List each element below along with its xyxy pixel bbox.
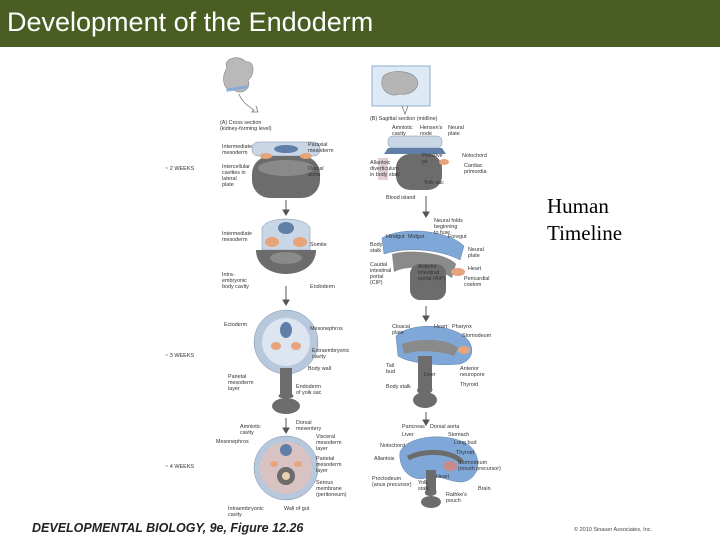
label-b: Stomodeum (mouth precursor) (458, 460, 501, 472)
label-b: Heart (436, 474, 449, 480)
label-a: Somite (310, 242, 327, 248)
label-b: Foregut (448, 234, 467, 240)
label-b: Yolk sac (424, 180, 444, 186)
week-marker: ~ 4 WEEKS (165, 464, 194, 470)
panel-a-title: (A) Cross section (kidney-forming level) (220, 120, 272, 132)
label-a: Dorsal aorta (308, 166, 324, 178)
label-a: Mesonephros (310, 326, 343, 332)
label-a: Paraxial mesoderm (308, 142, 333, 154)
label-a: Parietal mesoderm layer (316, 456, 341, 474)
label-a: Mesonephros (216, 439, 249, 445)
human-timeline-label: Human Timeline (547, 193, 622, 247)
label-b: Brain (478, 486, 491, 492)
label-b: Allantoic diverticulum in body stalk (370, 160, 400, 178)
label-b: Hindgut (386, 234, 405, 240)
label-a: Body wall (308, 366, 331, 372)
cross-section-3 (254, 310, 318, 414)
label-b: Stomach (448, 432, 469, 438)
label-a: Ectoderm (224, 322, 247, 328)
label-b: Liver (402, 432, 414, 438)
label-a: Parietal mesoderm layer (228, 374, 253, 392)
label-b: Notochord (462, 153, 487, 159)
label-a: Intraembryonic cavity (228, 506, 264, 518)
label-b: Heart (468, 266, 481, 272)
label-a: Endoderm (310, 284, 335, 290)
label-a: Intercellular cavities in lateral plate (222, 164, 250, 188)
label-b: Neural plate (448, 125, 464, 137)
slide-title: Development of the Endoderm (0, 0, 720, 47)
label-b: Thyroid (456, 450, 474, 456)
label-b: Neural plate (468, 247, 484, 259)
embryo-icon-a (223, 58, 258, 112)
label-b: Stomodeum (462, 333, 491, 339)
label-b: Blood island (386, 195, 415, 201)
label-b: Pancreas (402, 424, 425, 430)
label-b: Primitive pit (422, 153, 443, 165)
label-a: Extraembryonic cavity (312, 348, 349, 360)
label-a: Endoderm of yolk sac (296, 384, 321, 396)
label-b: Amniotic cavity (392, 125, 413, 137)
label-b: Body stalk (386, 384, 411, 390)
label-b: Body stalk (370, 242, 382, 254)
label-b: Allantois (374, 456, 394, 462)
label-b: Cloacal plate (392, 324, 410, 336)
label-b: Liver (424, 372, 436, 378)
label-b: Heart (434, 324, 447, 330)
label-a: Intermediate mesoderm (222, 231, 252, 243)
label-b: Hensen's node (420, 125, 442, 137)
label-a: Amniotic cavity (240, 424, 261, 436)
label-b: Midgut (408, 234, 424, 240)
label-b: Lung bud (454, 440, 476, 446)
week-marker: ~ 2 WEEKS (165, 166, 194, 172)
label-b: Tail bud (386, 363, 395, 375)
label-a: Visceral mesoderm layer (316, 434, 341, 452)
label-a: Intra- embryonic body cavity (222, 272, 249, 290)
label-b: Anterior intestinal portal (AIP) (418, 264, 445, 282)
label-b: Proctodeum (anus precursor) (372, 476, 412, 488)
label-b: Anterior neuropore (460, 366, 485, 378)
label-b: Thyroid (460, 382, 478, 388)
copyright-notice: © 2010 Sinauer Associates, Inc. (574, 527, 652, 533)
label-a: Serous membrane (peritoneum) (316, 480, 347, 498)
side-label-text: Human Timeline (547, 194, 622, 245)
label-b: Caudal intestinal portal (CIP) (370, 262, 391, 286)
label-b: Rathke's pouch (446, 492, 467, 504)
week-marker: ~ 3 WEEKS (165, 353, 194, 359)
cross-section-2 (256, 219, 316, 274)
embryo-icon-b (372, 66, 430, 114)
panel-b-title: (B) Sagittal section (midline) (370, 116, 437, 122)
label-a: Wall of gut (284, 506, 309, 512)
figure-caption: DEVELOPMENTAL BIOLOGY, 9e, Figure 12.26 (32, 521, 303, 535)
label-b: Cardiac primordia (464, 163, 486, 175)
label-b: Notochord (380, 443, 405, 449)
label-a: Intermediate mesoderm (222, 144, 252, 156)
label-b: Yolk stalk (418, 480, 429, 492)
label-b: Dorsal aorta (430, 424, 459, 430)
cross-section-4 (254, 436, 318, 500)
endoderm-figure: (A) Cross section (kidney-forming level)… (212, 50, 504, 520)
label-a: Dorsal mesentery (296, 420, 321, 432)
label-b: Pericardial coelom (464, 276, 489, 288)
label-b: Pharynx (452, 324, 472, 330)
